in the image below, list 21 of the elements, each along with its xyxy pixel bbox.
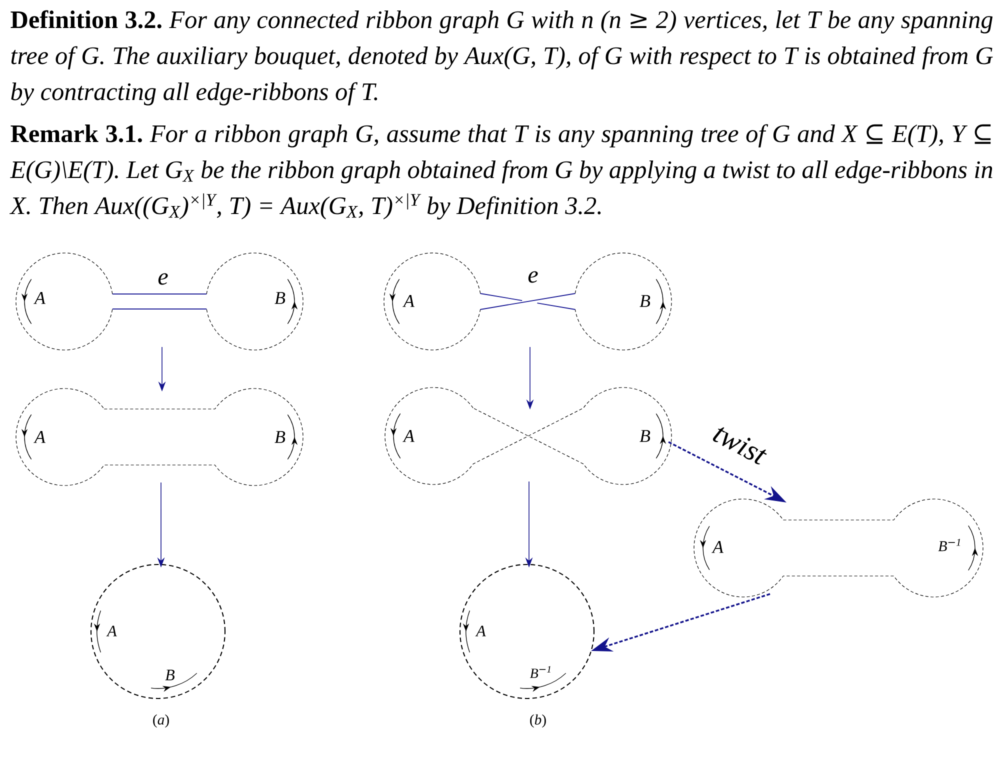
remark-paragraph: Remark 3.1. For a ribbon graph G, assume that T is any spanning tree of G and X ⊆ E(T), Y ⊆ E(G)\E(T). Let G$_{X}$ be the ribbon graph obtained from G by applying a twist to all edge-ribbons in X. Then Aux((G$_{X}$)$^{×|Y}$, T) = Aux(G$_{X}$, T)$^{×|Y}$ by Definition 3.2.	[9, 124, 992, 220]
vertex-label: A	[402, 430, 415, 442]
ribbon-label: e	[528, 271, 538, 283]
vertex-label: A	[475, 626, 486, 636]
vertex-label: A	[34, 292, 46, 304]
vertex-label: A	[712, 541, 724, 553]
subfigure-caption: (a)	[153, 714, 169, 728]
vertex-label: B	[640, 295, 650, 307]
definition-paragraph: Definition 3.2. For any connected ribbon graph G with n (n ≥ 2) vertices, let T be any spanning tree of G. The auxiliary bouquet, denoted by Aux(G, T), of G with respect to T is obtained from G by contracting all edge-ribbons of T.	[10, 10, 993, 106]
vertex-label: B	[274, 431, 286, 443]
vertex-label: A	[402, 295, 415, 307]
vertex-label: A	[34, 431, 46, 443]
vertex-label: B	[274, 292, 286, 304]
ribbon-label: e	[158, 273, 168, 285]
edge-label: twist	[712, 427, 767, 464]
vertex-label: A	[106, 626, 117, 636]
vertex-label: B	[165, 670, 175, 680]
subfigure-caption: (b)	[530, 714, 546, 728]
vertex-label: B	[640, 430, 650, 442]
vertex-label: B$^{−1}$	[530, 666, 550, 678]
vertex-label: B$^{−1}$	[938, 538, 960, 552]
